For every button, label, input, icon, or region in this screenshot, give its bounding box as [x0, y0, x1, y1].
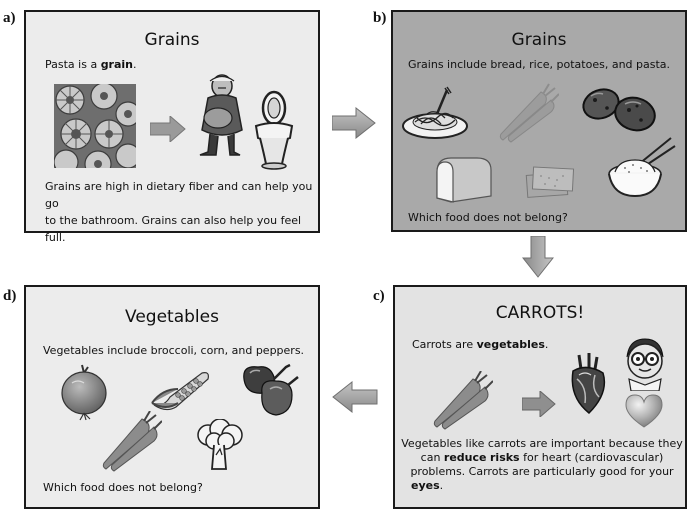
boy-with-glasses-icon	[626, 338, 664, 391]
carrots-icon	[499, 83, 559, 143]
arrow-right-icon	[150, 116, 186, 142]
carrots-icon	[102, 411, 162, 472]
crackers-icon	[525, 166, 575, 198]
peppers-icon	[243, 363, 299, 416]
spaghetti-plate-icon	[402, 86, 468, 139]
panel-a-intro-bold: grain	[100, 58, 134, 71]
panel-c-intro-bold: vegetables	[476, 338, 545, 351]
panel-label-b: b)	[373, 10, 387, 26]
panel-a-title: Grains	[144, 30, 200, 50]
panel-b: Grains Grains include bread, rice, potat…	[391, 10, 687, 232]
panel-d-intro: Vegetables include broccoli, corn, and p…	[43, 344, 305, 357]
panel-a-body: Grains are high in dietary fiber and can…	[45, 178, 315, 246]
broccoli-icon	[197, 419, 243, 470]
panel-d: Vegetables Vegetables include broccoli, …	[24, 285, 320, 509]
rice-bowl-icon	[608, 137, 676, 198]
heart-shape-icon	[625, 394, 663, 428]
panel-c: CARROTS! Carrots are vegetables.	[393, 285, 687, 509]
panel-c-body-line2: can reduce risks for heart (cardiovascul…	[401, 451, 683, 465]
person-holding-stomach-icon	[199, 74, 243, 156]
panel-c-body-line3: problems. Carrots are particularly good …	[410, 465, 674, 478]
panel-c-line2-start: can	[420, 451, 444, 464]
potatoes-icon	[582, 88, 656, 132]
panel-a-intro-text: Pasta is a	[45, 58, 101, 71]
corn-icon	[151, 372, 209, 411]
bread-loaf-icon	[436, 157, 492, 203]
panel-c-line2-bold-risks: risks	[490, 451, 520, 464]
arrow-c-to-d	[332, 381, 378, 413]
panel-d-question: Which food does not belong?	[43, 481, 203, 494]
panel-a-intro: Pasta is a grain.	[45, 56, 137, 73]
panel-label-d: d)	[3, 288, 17, 304]
onion-icon	[61, 364, 107, 421]
panel-c-body-line1: Vegetables like carrots are important be…	[401, 437, 683, 450]
panel-c-body: Vegetables like carrots are important be…	[401, 437, 683, 493]
panel-c-intro-end: .	[544, 338, 549, 351]
heart-anatomy-icon	[571, 353, 606, 415]
panel-d-title: Vegetables	[125, 307, 219, 327]
panel-a-intro-end: .	[133, 58, 137, 71]
panel-a-body-line1: Grains are high in dietary fiber and can…	[45, 180, 313, 210]
arrow-right-icon	[522, 391, 556, 417]
panel-c-intro-text: Carrots are	[412, 338, 477, 351]
panel-label-a: a)	[3, 10, 16, 26]
arrow-a-to-b	[332, 107, 376, 139]
panel-a: Grains Pasta is a grain.	[24, 10, 320, 244]
panel-c-line4-bold: eyes	[411, 479, 440, 492]
panel-c-title: CARROTS!	[495, 303, 585, 323]
panel-c-line4-end: .	[439, 479, 444, 492]
panel-b-intro: Grains include bread, rice, potatoes, an…	[408, 58, 671, 71]
panel-label-c: c)	[373, 288, 385, 304]
panel-c-body-line4: eyes.	[401, 479, 683, 493]
pasta-photo-icon	[54, 84, 136, 168]
toilet-icon	[254, 90, 294, 170]
carrots-icon	[433, 371, 493, 430]
panel-b-title: Grains	[511, 30, 567, 50]
panel-c-intro: Carrots are vegetables.	[412, 336, 548, 353]
arrow-b-to-c	[522, 236, 554, 278]
panel-b-question: Which food does not belong?	[408, 211, 568, 224]
panel-a-body-line2: to the bathroom. Grains can also help yo…	[45, 214, 302, 244]
panel-c-line2-bold-reduce: reduce	[443, 451, 487, 464]
panel-c-line2-end: for heart (cardiovascular)	[519, 451, 664, 464]
